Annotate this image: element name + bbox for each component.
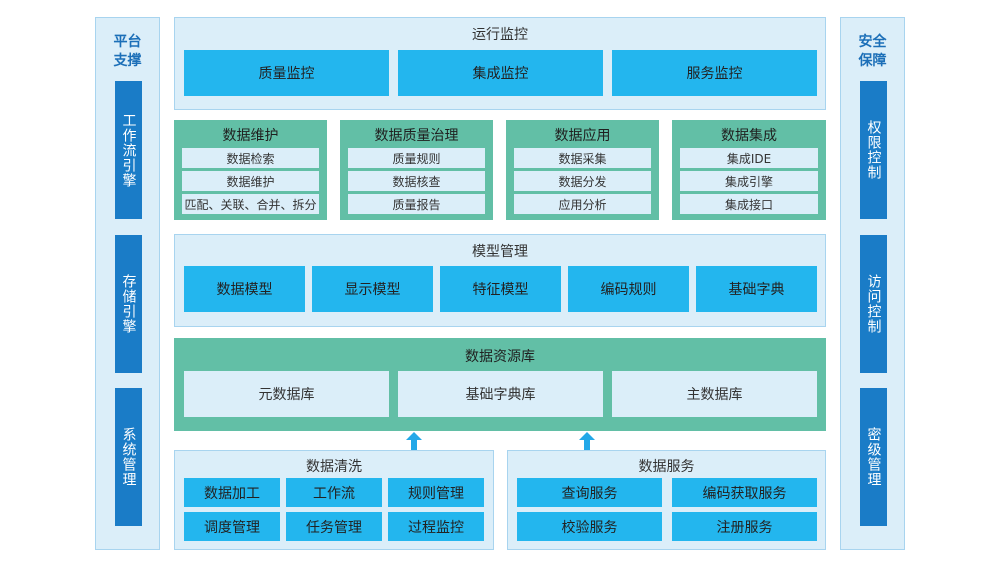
system-management-item[interactable]: 系统管理 [115, 388, 142, 526]
module-card-data-quality: 数据质量治理 质量规则 数据核查 质量报告 [340, 120, 493, 220]
access-control-label: 访问控制 [865, 274, 882, 334]
module-item[interactable]: 集成引擎 [680, 171, 818, 191]
platform-support-title: 平台 支撑 [96, 33, 159, 71]
model-item[interactable]: 编码规则 [568, 266, 689, 312]
service-item[interactable]: 注册服务 [672, 512, 817, 541]
access-control-item[interactable]: 访问控制 [860, 235, 887, 373]
service-monitor-item[interactable]: 服务监控 [612, 50, 817, 96]
module-item[interactable]: 质量报告 [348, 194, 485, 214]
workflow-engine-item[interactable]: 工作流引擎 [115, 81, 142, 219]
security-title-line-1: 安全 [858, 34, 887, 50]
data-resource-title: 数据资源库 [465, 349, 535, 365]
permission-control-item[interactable]: 权限控制 [860, 81, 887, 219]
quality-monitor-item[interactable]: 质量监控 [184, 50, 389, 96]
workflow-engine-label: 工作流引擎 [120, 112, 137, 188]
runtime-monitor-title: 运行监控 [472, 27, 528, 43]
permission-control-label: 权限控制 [865, 120, 882, 180]
module-item[interactable]: 匹配、关联、合并、拆分 [182, 194, 319, 214]
module-item[interactable]: 数据维护 [182, 171, 319, 191]
model-item[interactable]: 特征模型 [440, 266, 561, 312]
module-title: 数据质量治理 [374, 128, 459, 144]
storage-engine-item[interactable]: 存储引擎 [115, 235, 142, 373]
module-card-data-application: 数据应用 数据采集 数据分发 应用分析 [506, 120, 659, 220]
integration-monitor-item[interactable]: 集成监控 [398, 50, 603, 96]
security-panel: 安全 保障 权限控制 访问控制 密级管理 [840, 17, 905, 550]
resource-item[interactable]: 基础字典库 [398, 371, 603, 417]
cleaning-item[interactable]: 调度管理 [184, 512, 280, 541]
module-item[interactable]: 集成IDE [680, 148, 818, 168]
security-title: 安全 保障 [841, 33, 904, 71]
service-item[interactable]: 编码获取服务 [672, 478, 817, 507]
platform-support-panel: 平台 支撑 工作流引擎 存储引擎 系统管理 [95, 17, 160, 550]
data-service-title: 数据服务 [638, 459, 695, 475]
classification-management-label: 密级管理 [865, 427, 882, 487]
module-card-data-integration: 数据集成 集成IDE 集成引擎 集成接口 [672, 120, 826, 220]
storage-engine-label: 存储引擎 [120, 274, 137, 334]
cleaning-item[interactable]: 规则管理 [388, 478, 484, 507]
model-management-panel: 模型管理 数据模型 显示模型 特征模型 编码规则 基础字典 [174, 234, 826, 327]
security-title-line-2: 保障 [858, 53, 887, 69]
cleaning-item[interactable]: 过程监控 [388, 512, 484, 541]
module-item[interactable]: 应用分析 [514, 194, 651, 214]
module-title: 数据维护 [222, 128, 279, 144]
platform-support-title-line-1: 平台 [113, 34, 142, 50]
model-item[interactable]: 显示模型 [312, 266, 433, 312]
module-title: 数据应用 [554, 128, 611, 144]
model-item[interactable]: 基础字典 [696, 266, 817, 312]
module-item[interactable]: 数据分发 [514, 171, 651, 191]
service-item[interactable]: 查询服务 [517, 478, 662, 507]
module-item[interactable]: 质量规则 [348, 148, 485, 168]
module-title: 数据集成 [721, 128, 777, 144]
module-item[interactable]: 数据采集 [514, 148, 651, 168]
module-card-data-maintenance: 数据维护 数据检索 数据维护 匹配、关联、合并、拆分 [174, 120, 327, 220]
classification-management-item[interactable]: 密级管理 [860, 388, 887, 526]
cleaning-item[interactable]: 工作流 [286, 478, 382, 507]
data-service-panel: 数据服务 查询服务 编码获取服务 校验服务 注册服务 [507, 450, 826, 550]
module-item[interactable]: 数据核查 [348, 171, 485, 191]
runtime-monitor-panel: 运行监控 质量监控 集成监控 服务监控 [174, 17, 826, 110]
resource-item[interactable]: 主数据库 [612, 371, 817, 417]
cleaning-item[interactable]: 任务管理 [286, 512, 382, 541]
data-cleaning-panel: 数据清洗 数据加工 工作流 规则管理 调度管理 任务管理 过程监控 [174, 450, 494, 550]
data-cleaning-title: 数据清洗 [306, 459, 362, 475]
platform-support-title-line-2: 支撑 [113, 53, 142, 69]
service-item[interactable]: 校验服务 [517, 512, 662, 541]
cleaning-item[interactable]: 数据加工 [184, 478, 280, 507]
module-item[interactable]: 数据检索 [182, 148, 319, 168]
system-management-label: 系统管理 [120, 427, 137, 487]
resource-item[interactable]: 元数据库 [184, 371, 389, 417]
module-item[interactable]: 集成接口 [680, 194, 818, 214]
model-management-title: 模型管理 [472, 244, 528, 260]
model-item[interactable]: 数据模型 [184, 266, 305, 312]
data-resource-panel: 数据资源库 元数据库 基础字典库 主数据库 [174, 338, 826, 431]
